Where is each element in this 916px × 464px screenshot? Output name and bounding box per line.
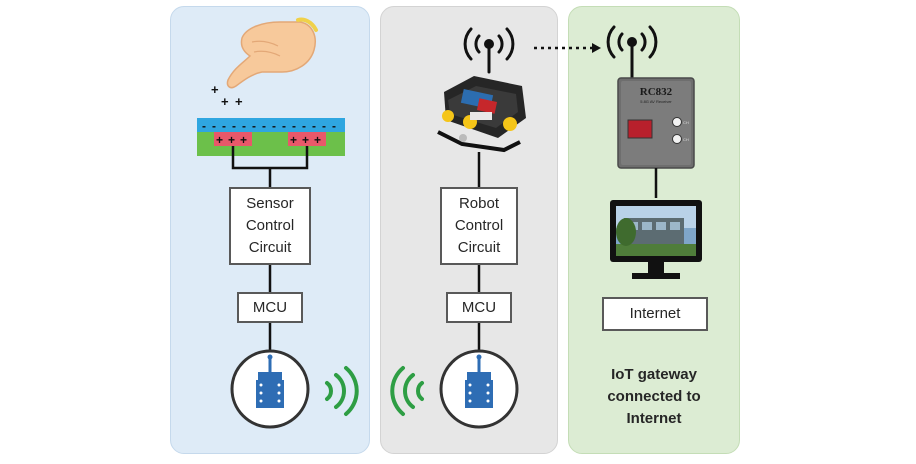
- robot-mcu-box: MCU: [446, 292, 512, 323]
- receiver-subtitle: 5.8G AV Receiver: [640, 99, 672, 104]
- svg-text:+: +: [314, 133, 321, 147]
- sensor-wiring: [231, 146, 309, 352]
- svg-text:+: +: [235, 94, 243, 109]
- internet-box: Internet: [602, 297, 708, 331]
- svg-text:-: -: [262, 119, 266, 133]
- svg-text:CH: CH: [683, 137, 689, 142]
- svg-text:-: -: [302, 119, 306, 133]
- svg-text:-: -: [212, 119, 216, 133]
- box-label: MCU: [461, 298, 497, 316]
- svg-text:-: -: [312, 119, 316, 133]
- box-line: Control: [245, 217, 295, 234]
- caption-line: Internet: [626, 410, 682, 427]
- box-line: Circuit: [457, 239, 501, 256]
- svg-text:-: -: [292, 119, 296, 133]
- svg-text:+: +: [221, 94, 229, 109]
- robot-car-icon: [437, 76, 526, 153]
- receiver-brand: RC832: [639, 86, 673, 98]
- svg-text:-: -: [282, 119, 286, 133]
- charge-plus-marks: + + +: [211, 82, 243, 109]
- caption-line: IoT gateway: [611, 366, 697, 383]
- box-line: Circuit: [248, 239, 292, 256]
- box-line: Control: [454, 217, 504, 234]
- dotted-arrow: [534, 43, 601, 53]
- svg-text:-: -: [252, 119, 256, 133]
- svg-text:-: -: [272, 119, 276, 133]
- sensor-layer-stack: --- --- --- --- -- +++ +++: [197, 118, 345, 156]
- box-line: Sensor: [246, 195, 294, 212]
- signal-wave-icon: [390, 366, 424, 416]
- svg-text:-: -: [232, 119, 236, 133]
- svg-text:-: -: [202, 119, 206, 133]
- box-line: Robot: [458, 195, 499, 212]
- svg-text:-: -: [222, 119, 226, 133]
- svg-text:CH: CH: [683, 120, 689, 125]
- caption-line: connected to: [607, 388, 701, 405]
- receiver-device-icon: CH CH: [617, 77, 695, 169]
- box-label: Internet: [629, 305, 681, 322]
- wireless-module-icon: [230, 349, 310, 429]
- antenna-wave-icon: [463, 27, 515, 74]
- svg-text:+: +: [290, 133, 297, 147]
- gateway-caption: IoT gateway connected to Internet: [578, 364, 730, 430]
- svg-text:+: +: [302, 133, 309, 147]
- svg-text:+: +: [211, 82, 219, 97]
- robot-control-circuit-box: Robot Control Circuit: [440, 187, 518, 265]
- finger-icon: [226, 17, 318, 89]
- sensor-mcu-box: MCU: [237, 292, 303, 323]
- svg-text:-: -: [242, 119, 246, 133]
- signal-wave-icon: [325, 366, 359, 416]
- svg-text:-: -: [332, 119, 336, 133]
- svg-text:+: +: [216, 133, 223, 147]
- svg-text:+: +: [240, 133, 247, 147]
- antenna-wave-icon: [606, 25, 658, 80]
- sensor-control-circuit-box: Sensor Control Circuit: [229, 187, 311, 265]
- svg-text:-: -: [322, 119, 326, 133]
- svg-text:+: +: [228, 133, 235, 147]
- monitor-icon: [610, 200, 702, 279]
- box-label: MCU: [252, 298, 288, 316]
- wireless-module-icon: [439, 349, 519, 429]
